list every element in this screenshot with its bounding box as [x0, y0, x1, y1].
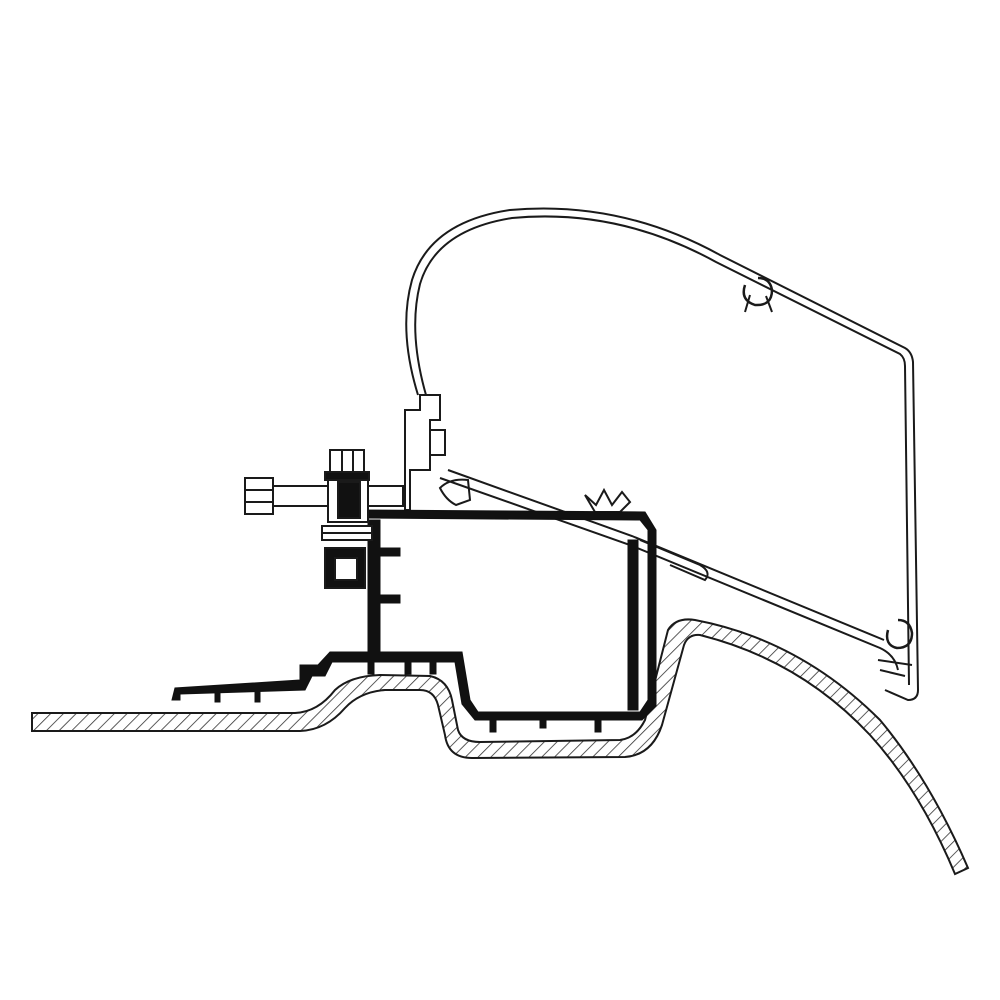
vehicle-roof [31, 618, 970, 876]
awning-cassette [404, 207, 920, 702]
vertical-bolt-head [329, 449, 365, 473]
bolt-assembly [244, 449, 404, 589]
adapter-profile [171, 509, 657, 733]
horizontal-bolt-head [244, 477, 274, 515]
